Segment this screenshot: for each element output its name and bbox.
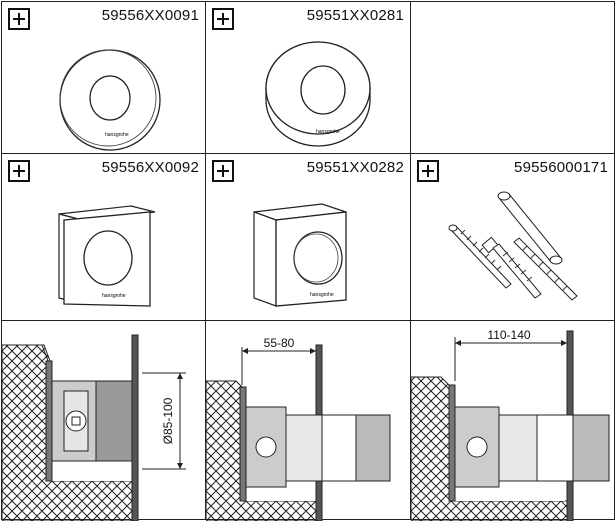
plus-box-icon[interactable] xyxy=(212,8,234,30)
product-code: 59556XX0091 xyxy=(101,7,199,24)
logo-mark: hansgrohe xyxy=(316,129,340,135)
plus-box-icon[interactable] xyxy=(212,160,234,182)
product-code: 59556XX0092 xyxy=(101,159,199,176)
plus-box-icon[interactable] xyxy=(8,8,30,30)
installation-cell-3: 110-140 xyxy=(410,320,615,521)
rosette-square-flat-icon: hansgrohe xyxy=(58,205,156,307)
installation-cell-1: Ø85-100 xyxy=(1,320,206,521)
product-code: 59551XX0282 xyxy=(306,159,404,176)
plus-box-icon[interactable] xyxy=(8,160,30,182)
logo-mark: hansgrohe xyxy=(105,132,129,138)
rosette-round-flat-icon: hansgrohe xyxy=(59,49,161,151)
bolt xyxy=(481,236,542,299)
dimension-label: 55-80 xyxy=(264,336,295,350)
product-cell-5: 59556000171 xyxy=(410,153,615,321)
empty-cell xyxy=(410,1,615,154)
install-diagram-2: 55-80 xyxy=(206,336,391,521)
extension-screws-icon xyxy=(448,191,578,301)
long-screw xyxy=(448,224,512,289)
wall-panel xyxy=(131,334,139,521)
product-code: 59556000171 xyxy=(514,159,608,176)
installation-cell-2: 55-80 xyxy=(205,320,411,521)
second-screw xyxy=(513,237,578,301)
rosette-round-deep-icon: hansgrohe xyxy=(265,41,371,147)
install-diagram-1: Ø85-100 xyxy=(2,334,186,521)
install-diagram-3: 110-140 xyxy=(411,328,610,521)
logo-mark: hansgrohe xyxy=(102,293,126,299)
product-cell-1: 59556XX0091 hansgrohe xyxy=(1,1,206,154)
product-cell-3: 59556XX0092 hansgrohe xyxy=(1,153,206,321)
sleeve xyxy=(497,191,563,265)
product-code: 59551XX0281 xyxy=(306,7,404,24)
plus-box-icon[interactable] xyxy=(417,160,439,182)
rosette-square-deep-icon: hansgrohe xyxy=(253,203,347,307)
dimension-label: Ø85-100 xyxy=(161,397,175,444)
logo-mark: hansgrohe xyxy=(310,292,334,298)
product-cell-2: 59551XX0281 hansgrohe xyxy=(205,1,411,154)
dimension-label: 110-140 xyxy=(487,328,530,342)
product-cell-4: 59551XX0282 hansgrohe xyxy=(205,153,411,321)
